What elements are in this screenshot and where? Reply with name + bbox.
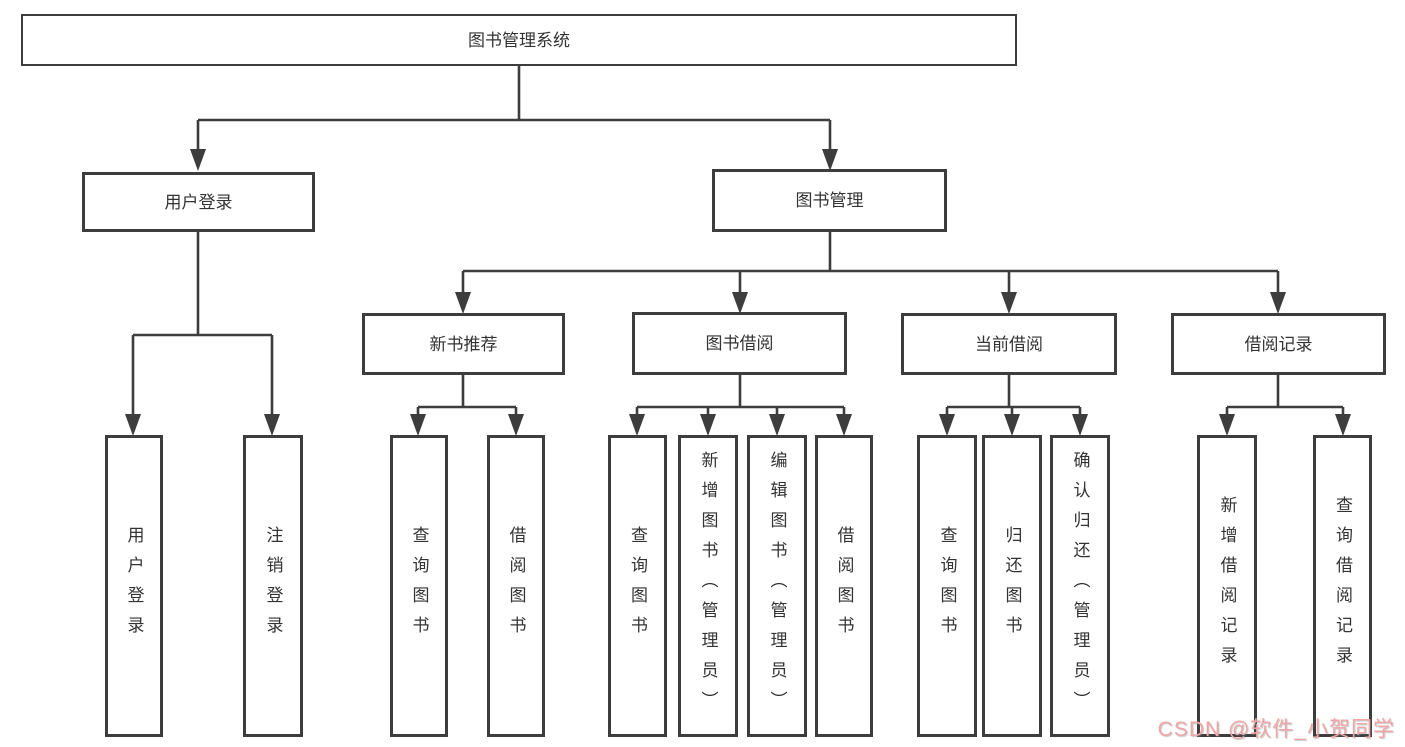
leaf-borrow-borrow-label: 借阅图书 [834, 526, 854, 646]
leaf-current-confirm-label: 确认归还（管理员） [1070, 451, 1090, 721]
node-new-book-rec-label: 新书推荐 [429, 334, 498, 354]
node-borrow-records-label: 借阅记录 [1244, 334, 1313, 354]
leaf-records-add-label: 新增借阅记录 [1217, 496, 1237, 676]
node-book-mgmt-label: 图书管理 [795, 191, 864, 210]
node-current-borrow-label: 当前借阅 [975, 334, 1043, 354]
leaf-user-login: 用户登录 [105, 435, 163, 737]
node-book-borrow-label: 图书借阅 [705, 334, 774, 353]
leaf-newbook-borrow: 借阅图书 [487, 435, 545, 737]
node-book-mgmt: 图书管理 [712, 169, 947, 232]
leaf-current-query: 查询图书 [917, 435, 977, 737]
leaf-borrow-edit-label: 编辑图书（管理员） [767, 451, 787, 721]
leaf-logout: 注销登录 [243, 435, 303, 737]
leaf-borrow-borrow: 借阅图书 [815, 435, 873, 737]
leaf-borrow-query-label: 查询图书 [628, 526, 647, 646]
node-current-borrow: 当前借阅 [901, 313, 1117, 375]
leaf-newbook-query: 查询图书 [390, 435, 448, 737]
node-book-borrow: 图书借阅 [632, 312, 847, 375]
node-root-label: 图书管理系统 [468, 30, 570, 50]
leaf-newbook-query-label: 查询图书 [409, 526, 429, 646]
watermark: CSDN @软件_小贺同学 [1157, 718, 1395, 741]
leaf-records-query: 查询借阅记录 [1313, 435, 1372, 737]
leaf-newbook-borrow-label: 借阅图书 [506, 526, 526, 646]
leaf-borrow-edit: 编辑图书（管理员） [747, 435, 807, 737]
leaf-current-query-label: 查询图书 [937, 526, 957, 646]
leaf-current-return: 归还图书 [982, 435, 1042, 737]
node-new-book-rec: 新书推荐 [362, 313, 565, 375]
leaf-borrow-query: 查询图书 [608, 435, 667, 737]
node-user-login-label: 用户登录 [164, 192, 233, 212]
node-borrow-records: 借阅记录 [1171, 313, 1386, 375]
leaf-current-return-label: 归还图书 [1002, 526, 1022, 646]
node-user-login: 用户登录 [82, 172, 315, 232]
leaf-borrow-add-label: 新增图书（管理员） [698, 451, 718, 721]
node-root: 图书管理系统 [21, 14, 1017, 66]
leaf-current-confirm: 确认归还（管理员） [1050, 435, 1110, 737]
leaf-records-query-label: 查询借阅记录 [1333, 496, 1352, 676]
leaf-borrow-add: 新增图书（管理员） [678, 435, 738, 737]
leaf-user-login-label: 用户登录 [124, 526, 144, 646]
leaf-records-add: 新增借阅记录 [1197, 435, 1257, 737]
leaf-logout-label: 注销登录 [263, 526, 283, 646]
